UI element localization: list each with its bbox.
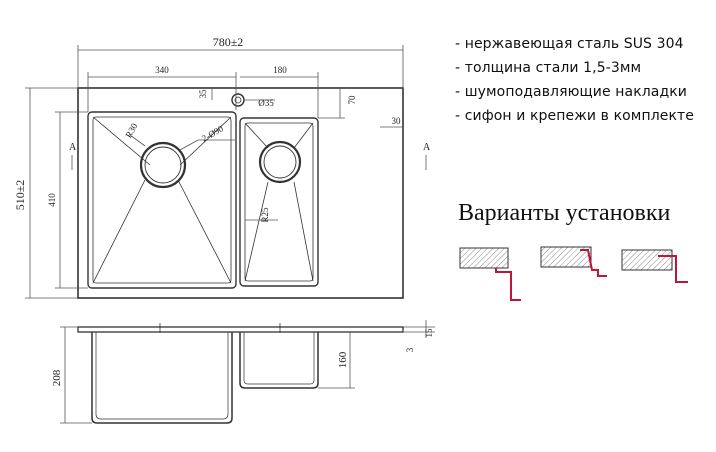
side-small-bowl	[239, 332, 319, 389]
variants-title: Варианты установки	[458, 200, 671, 226]
dim-right-bowl-width: 180	[273, 65, 287, 75]
feature-material: - нержавеющая сталь SUS 304	[455, 36, 684, 52]
dim-back-margin: 70	[347, 95, 357, 105]
side-rim	[77, 326, 404, 333]
dim-hole-diameter: Ø35	[258, 98, 274, 108]
dim-rim-thickness: 3	[405, 347, 415, 352]
install-variant-undermount	[459, 247, 521, 301]
side-view	[77, 323, 404, 424]
side-dimensions	[60, 320, 435, 424]
dim-hole-offset: 35	[198, 89, 208, 99]
feature-noise-pads: - шумоподавляющие накладки	[455, 84, 688, 100]
dim-bowl-depth: 410	[47, 193, 57, 207]
top-dimensions	[25, 45, 427, 299]
faucet-hole	[231, 93, 245, 107]
dim-radius-small: R25	[260, 207, 270, 223]
side-large-bowl	[91, 332, 233, 424]
section-marker-right: A	[423, 142, 431, 153]
left-drain	[139, 141, 187, 189]
install-variant-overmount	[621, 249, 688, 283]
install-variant-flush	[540, 246, 607, 277]
dim-radius-large: R30	[123, 121, 139, 139]
dim-overall-width: 780±2	[213, 35, 244, 49]
right-bowl	[239, 117, 319, 287]
section-marker-left: A	[69, 142, 77, 153]
dim-total-height: 208	[51, 369, 63, 386]
dim-overall-depth: 510±2	[13, 180, 27, 211]
left-bowl	[87, 111, 237, 289]
right-drain	[258, 140, 302, 184]
dim-rim-height: 15	[424, 328, 434, 338]
feature-siphon: - сифон и крепежи в комплекте	[455, 108, 694, 124]
sink-outline	[77, 87, 404, 299]
dim-small-bowl-height: 160	[337, 351, 349, 368]
feature-thickness: - толщина стали 1,5-3мм	[455, 60, 642, 76]
top-view	[77, 87, 404, 299]
dim-left-bowl-width: 340	[155, 65, 169, 75]
dim-side-margin: 30	[392, 116, 402, 126]
